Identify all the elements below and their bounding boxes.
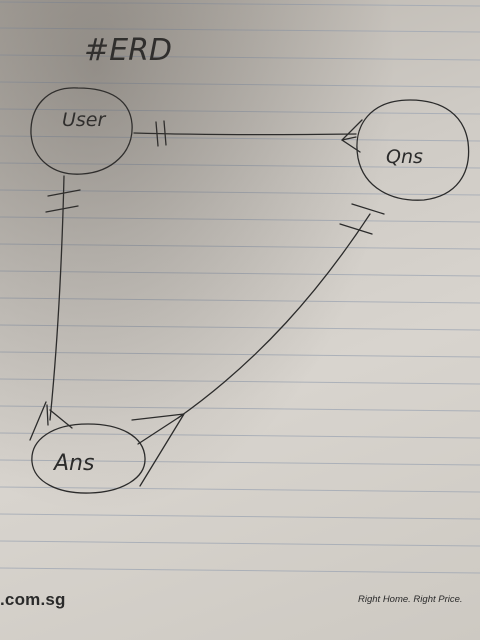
user-side-one-bar-1 [155,121,159,147]
user-entity-label: User [62,109,106,131]
footer-tagline: Right Home. Right Price. [358,594,463,605]
user-entity-circle [30,87,133,175]
erd-title: #ERD [84,33,172,68]
qns-entity-label: Qns [386,146,423,168]
user-ans-relation-line [49,175,65,421]
ans-entity-ellipse [31,423,146,494]
user-side-one-bar-2 [163,120,167,146]
user-vertical-one-bar-1 [47,189,81,197]
ans-entity-label: Ans [52,451,94,476]
qns-entity-ellipse [356,99,470,201]
qns-ans-relation-line [177,213,371,419]
qns-crowfoot [340,119,363,153]
ans-crowfoot-left [29,401,73,441]
qns-lower-one-bar-1 [351,203,385,215]
footer-domain: .com.sg [0,590,66,609]
user-qns-relation-line [133,132,357,136]
ruled-lines [0,1,480,574]
ans-crowfoot-right [131,413,185,487]
user-vertical-one-bar-2 [45,205,79,213]
qns-lower-one-bar-2 [339,223,373,235]
